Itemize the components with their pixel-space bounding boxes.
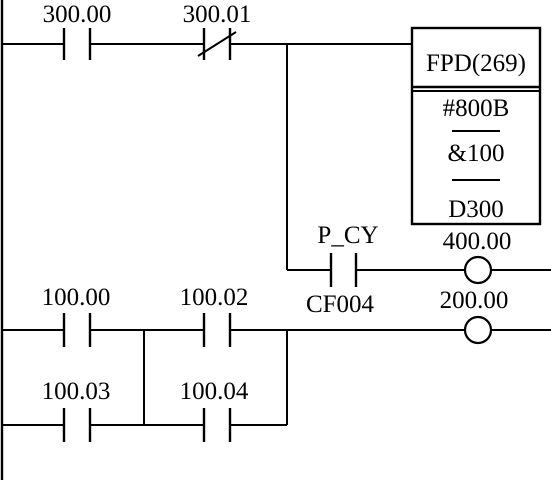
instruction-operand-control: #800B bbox=[443, 95, 510, 122]
contact-address-label: 100.03 bbox=[42, 378, 111, 405]
contact-top-label: P_CY bbox=[317, 222, 378, 249]
coil-circle bbox=[463, 315, 493, 345]
instruction-name: FPD(269) bbox=[426, 50, 526, 77]
rung-2: 100.00 100.02 200.00 100.03 100. bbox=[2, 284, 551, 442]
contact-bottom-label: CF004 bbox=[306, 291, 375, 318]
contact-300-01: 300.01 bbox=[183, 1, 252, 60]
instruction-operand-diagnostic-output: D300 bbox=[448, 196, 504, 223]
contact-address-label: 100.00 bbox=[42, 284, 111, 311]
coil-circle bbox=[463, 255, 493, 285]
contact-100-00: 100.00 bbox=[42, 284, 111, 347]
instruction-operand-monitor-time: &100 bbox=[448, 140, 505, 167]
contact-100-04: 100.04 bbox=[180, 378, 249, 442]
coil-400-00: 400.00 bbox=[443, 228, 512, 285]
contact-address-label: 300.01 bbox=[183, 1, 252, 28]
coil-200-00: 200.00 bbox=[440, 287, 509, 345]
contact-address-label: 300.00 bbox=[43, 1, 112, 28]
rung-1: 300.00 300.01 FPD(269) #800B &100 D300 bbox=[2, 1, 551, 318]
contact-address-label: 100.02 bbox=[180, 284, 249, 311]
coil-address-label: 400.00 bbox=[443, 228, 512, 255]
coil-address-label: 200.00 bbox=[440, 287, 509, 314]
contact-100-03: 100.03 bbox=[42, 378, 111, 442]
contact-300-00: 300.00 bbox=[43, 1, 112, 60]
contact-p-cy: P_CY CF004 bbox=[306, 222, 379, 318]
normally-closed-slash bbox=[197, 31, 237, 57]
contact-100-02: 100.02 bbox=[180, 284, 249, 347]
instruction-block-fpd: FPD(269) #800B &100 D300 bbox=[410, 26, 542, 226]
contact-address-label: 100.04 bbox=[180, 378, 249, 405]
instruction-box bbox=[410, 26, 542, 226]
